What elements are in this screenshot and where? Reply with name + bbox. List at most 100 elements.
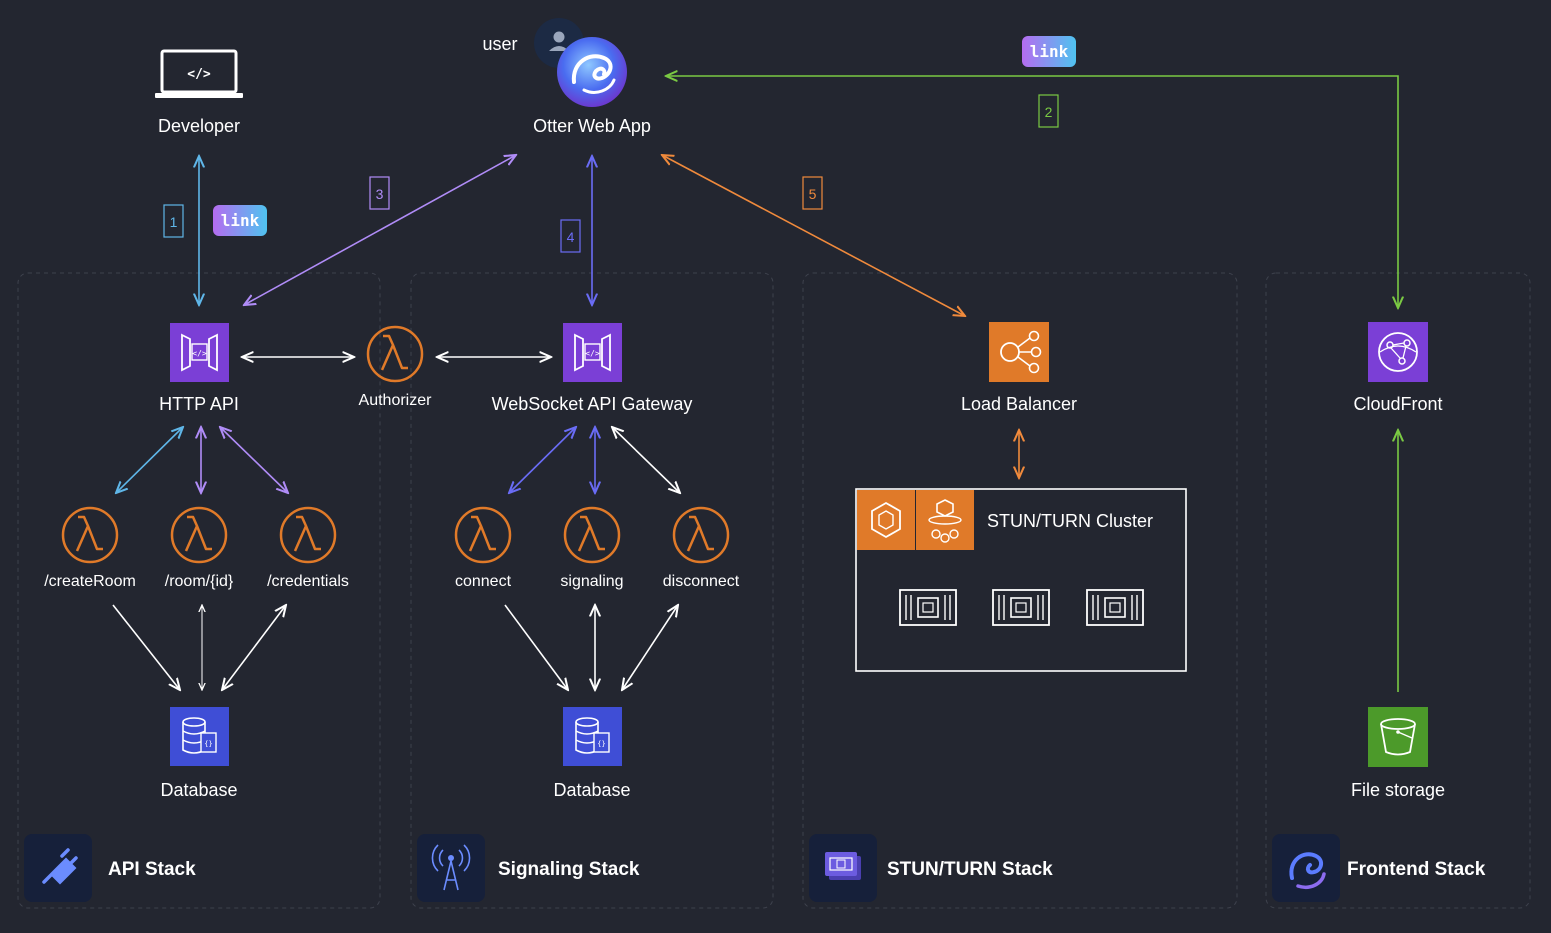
svg-text:{}: {} [597,740,605,748]
lambda-icon [366,325,424,383]
ec2-instance-icon [899,589,957,626]
lambda-credentials: /credentials [267,506,349,590]
arrow-credentials-db [222,605,286,690]
file-storage-label: File storage [1351,780,1445,800]
load-balancer-label: Load Balancer [961,394,1077,414]
svg-text:{}: {} [204,740,212,748]
developer-label: Developer [158,116,240,136]
step-badge-5: 5 [802,176,823,210]
lambda-icon [61,506,119,564]
s3-bucket-icon [1368,707,1428,767]
lambda-disconnect: disconnect [663,506,740,590]
ec2-instance-icon [1086,589,1144,626]
svg-text:3: 3 [376,186,384,202]
stun-turn-stack-label: STUN/TURN Stack [887,859,1053,880]
database-api-node: {} Database [160,707,238,800]
user-label: user [482,34,517,54]
api-stack-footer: API Stack [24,834,196,902]
stun-stack-icon [809,834,877,902]
lambda-room-id-label: /room/{id} [165,573,234,590]
connectors [112,76,1398,692]
lambda-connect-label: connect [455,573,512,590]
database-signaling-label: Database [553,780,630,800]
frontend-stack-label: Frontend Stack [1347,859,1486,880]
stun-turn-stack-footer: STUN/TURN Stack [809,834,1053,902]
arrow-httpapi-credentials [220,427,288,493]
stun-turn-cluster-label: STUN/TURN Cluster [987,511,1153,531]
step-badge-2: 2 [1038,94,1059,128]
link-badge-developer[interactable]: link [213,205,267,236]
cloudfront-label: CloudFront [1353,394,1442,414]
lambda-credentials-label: /credentials [267,573,349,590]
arrow-step-2 [666,76,1398,308]
otter-logo-icon [557,37,627,107]
cloudfront-icon [1368,322,1428,382]
api-gateway-icon: </> [170,323,229,382]
otter-web-app-node: user Otter Web App [482,18,651,136]
arrow-websocket-connect [509,427,576,493]
svg-text:</>: </> [192,349,207,358]
arrow-websocket-disconnect [612,427,680,493]
websocket-api-node: </> WebSocket API Gateway [492,323,693,414]
svg-text:5: 5 [809,186,817,202]
lambda-create-room: /createRoom [44,506,136,590]
lambda-icon [454,506,512,564]
frontend-stack-footer: Frontend Stack [1272,834,1486,902]
link-badge-top[interactable]: link [1022,36,1076,67]
svg-text:4: 4 [567,229,575,245]
lambda-icon [279,506,337,564]
plug-icon [24,834,92,902]
file-storage-node: File storage [1351,707,1445,800]
svg-text:</>: </> [585,349,600,358]
arrow-step-3 [244,155,516,305]
stun-turn-cluster: STUN/TURN Cluster [855,488,1187,672]
laptop-icon: </> [155,49,243,98]
dynamodb-icon: {} [170,707,229,766]
dynamodb-icon: {} [563,707,622,766]
arrow-disconnect-db [622,605,678,690]
lambda-connect: connect [454,506,512,590]
lambda-signaling: signaling [560,506,624,590]
stun-turn-stack-container [802,272,1238,909]
otter-web-app-label: Otter Web App [533,116,651,136]
http-api-label: HTTP API [159,394,239,414]
arrow-createroom-db [112,604,180,690]
signaling-stack-footer: Signaling Stack [417,834,640,902]
database-api-label: Database [160,780,237,800]
arrow-step-5 [662,155,965,316]
lambda-signaling-label: signaling [560,573,623,590]
svg-text:2: 2 [1045,104,1053,120]
svg-text:link: link [221,211,260,230]
lambda-disconnect-label: disconnect [663,573,740,590]
svg-text:link: link [1030,42,1069,61]
arrow-httpapi-createroom [116,427,183,493]
otter-logo-icon [1272,834,1340,902]
database-signaling-node: {} Database [553,707,631,800]
ecs-icon [857,490,915,550]
elastic-load-balancer-icon [989,322,1049,382]
arrow-connect-db [504,604,568,690]
lambda-icon [170,506,228,564]
fargate-icon [916,490,974,550]
step-badge-1: 1 [163,204,184,238]
svg-text:1: 1 [170,214,178,230]
http-api-node: </> HTTP API [159,323,239,414]
signaling-stack-label: Signaling Stack [498,859,640,880]
load-balancer-node: Load Balancer [961,322,1077,414]
lambda-icon [563,506,621,564]
lambda-create-room-label: /createRoom [44,573,136,590]
websocket-api-label: WebSocket API Gateway [492,394,693,414]
authorizer-node: Authorizer [359,325,433,409]
cloudfront-node: CloudFront [1353,322,1443,414]
developer-node: </> Developer [155,49,243,136]
svg-text:</>: </> [187,67,211,82]
authorizer-label: Authorizer [359,392,433,409]
lambda-icon [672,506,730,564]
api-stack-label: API Stack [108,859,196,880]
step-badge-4: 4 [560,219,581,253]
api-gateway-icon: </> [563,323,622,382]
step-badge-3: 3 [369,176,390,210]
antenna-icon [417,834,485,902]
lambda-room-id: /room/{id} [165,506,234,590]
